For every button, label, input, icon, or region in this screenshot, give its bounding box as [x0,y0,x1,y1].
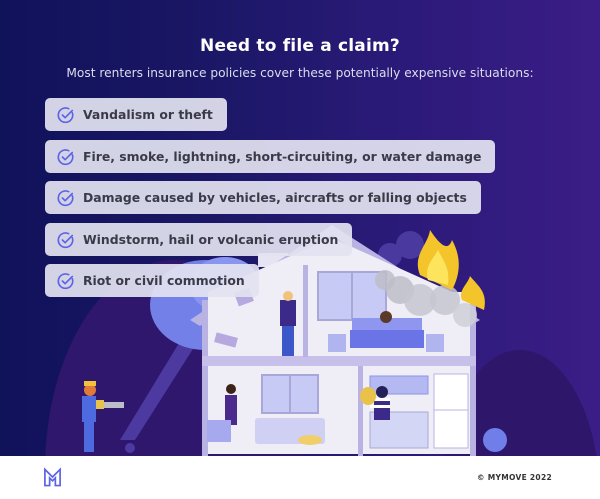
coverage-item-label: Riot or civil commotion [83,273,245,288]
coverage-item-fire: Fire, smoke, lightning, short-circuiting… [45,140,496,173]
page-subtitle: Most renters insurance policies cover th… [66,66,534,80]
check-circle-icon [57,148,74,165]
coverage-item-label: Damage caused by vehicles, aircrafts or … [83,190,467,205]
coverage-item-riot: Riot or civil commotion [45,264,259,297]
coverage-item-vehicles: Damage caused by vehicles, aircrafts or … [45,181,481,214]
check-circle-icon [57,189,74,206]
mymove-logo-icon [44,467,61,487]
coverage-item-label: Vandalism or theft [83,107,213,122]
coverage-item-label: Windstorm, hail or volcanic eruption [83,232,339,247]
footer: © MYMOVE 2022 [0,456,600,499]
check-circle-icon [57,272,74,289]
coverage-item-vandalism: Vandalism or theft [45,98,227,131]
coverage-item-windstorm: Windstorm, hail or volcanic eruption [45,223,353,256]
check-circle-icon [57,106,74,123]
check-circle-icon [57,231,74,248]
infographic-canvas: Need to file a claim? Most renters insur… [0,0,600,456]
page-title: Need to file a claim? [200,36,400,56]
coverage-item-label: Fire, smoke, lightning, short-circuiting… [83,149,482,164]
copyright-text: © MYMOVE 2022 [477,473,552,482]
